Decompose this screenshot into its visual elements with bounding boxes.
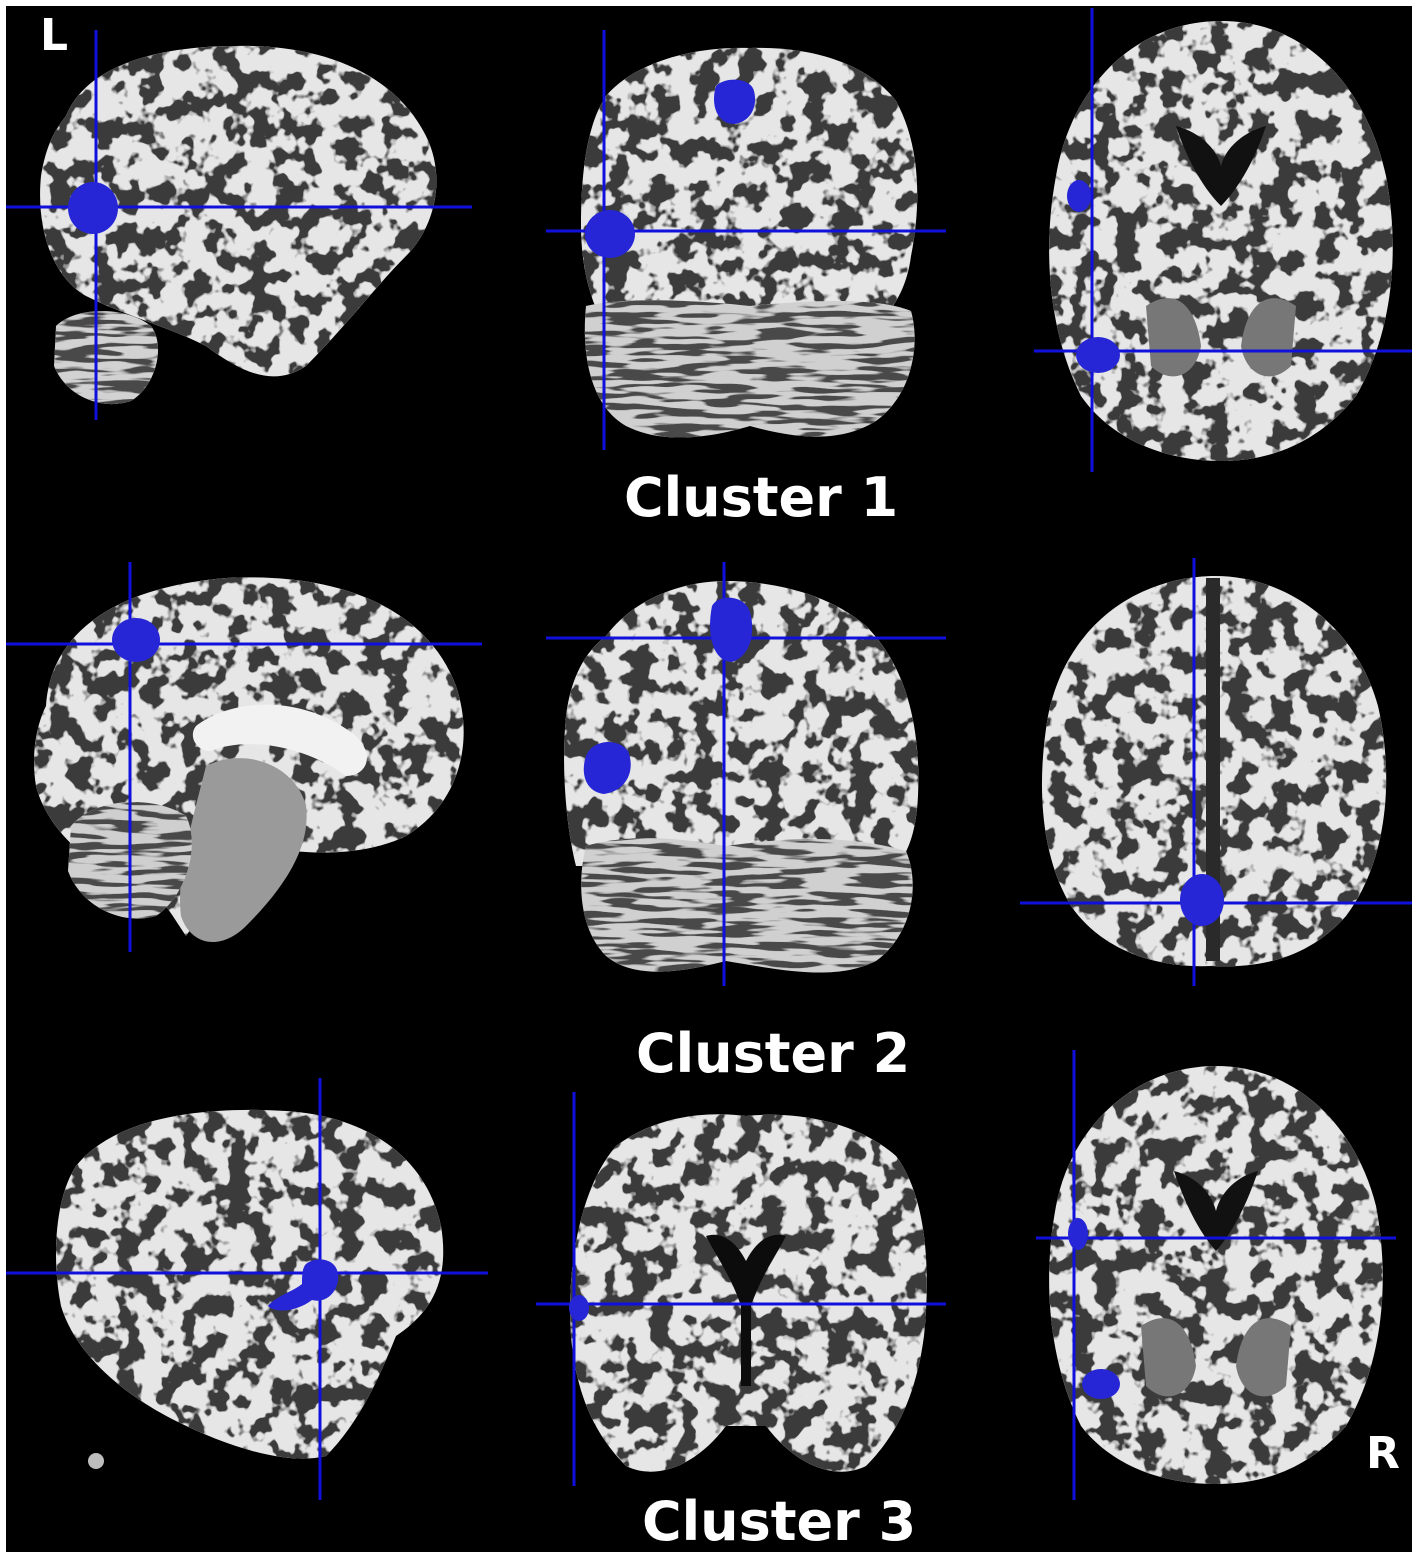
cluster-2-coronal-slice bbox=[546, 562, 946, 986]
activation-blob bbox=[585, 210, 635, 258]
activation-blob bbox=[1076, 337, 1120, 373]
activation-blob bbox=[1068, 1218, 1088, 1250]
activation-blob bbox=[710, 597, 753, 662]
deep-structure bbox=[1146, 298, 1201, 377]
brainstem bbox=[180, 758, 307, 943]
deep-structure bbox=[1241, 298, 1296, 377]
activation-blob bbox=[583, 741, 631, 794]
cluster-2-axial-slice bbox=[1020, 558, 1412, 986]
activation-blob bbox=[714, 79, 756, 124]
cluster-1-row bbox=[6, 8, 1412, 472]
ventricles bbox=[706, 1234, 786, 1386]
deep-structure bbox=[1236, 1318, 1291, 1397]
corpus-callosum bbox=[192, 704, 367, 776]
cluster-2-sagittal-slice bbox=[6, 562, 482, 952]
orientation-right-label: R bbox=[1366, 1428, 1400, 1479]
activation-blob bbox=[1180, 874, 1224, 926]
brain-slices-canvas bbox=[6, 8, 1412, 1500]
activation-blob bbox=[569, 1295, 589, 1321]
deep-structure bbox=[1141, 1318, 1196, 1397]
cluster-1-coronal-slice bbox=[546, 30, 946, 450]
brain-figure: L R Cluster 1 Cluster 2 Cluster 3 bbox=[6, 6, 1412, 1552]
activation-blob bbox=[1082, 1369, 1120, 1399]
cluster-3-sagittal-slice bbox=[6, 1078, 488, 1500]
activation-blob bbox=[268, 1259, 339, 1311]
interhemispheric-fissure bbox=[1206, 578, 1220, 961]
cluster-3-row bbox=[6, 1050, 1396, 1500]
cluster-3-label: Cluster 3 bbox=[642, 1490, 917, 1552]
tissue-fragment bbox=[88, 1453, 104, 1469]
cluster-1-sagittal-slice bbox=[6, 30, 472, 420]
cluster-1-label: Cluster 1 bbox=[624, 466, 899, 529]
ventricles bbox=[1174, 1171, 1258, 1251]
cluster-1-axial-slice bbox=[1034, 8, 1412, 472]
cluster-3-coronal-slice bbox=[536, 1092, 946, 1486]
cluster-2-label: Cluster 2 bbox=[636, 1022, 911, 1085]
ventricles bbox=[1176, 126, 1266, 206]
activation-blob bbox=[68, 182, 118, 234]
activation-blob bbox=[112, 618, 160, 662]
cluster-3-axial-slice bbox=[1036, 1050, 1396, 1500]
activation-blob bbox=[1067, 180, 1091, 212]
cluster-2-row bbox=[6, 558, 1412, 986]
orientation-left-label: L bbox=[40, 10, 69, 61]
